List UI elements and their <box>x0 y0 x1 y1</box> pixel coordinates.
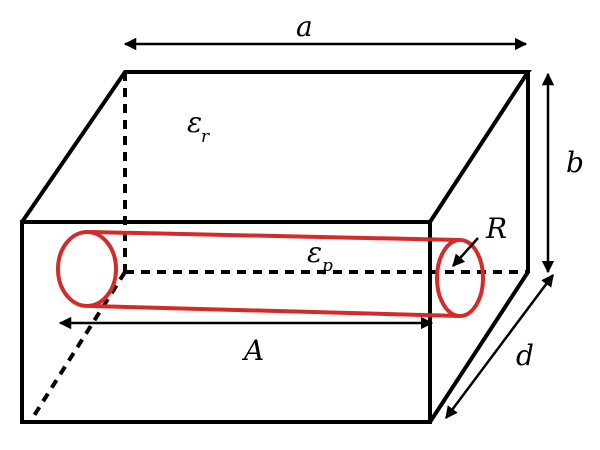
arrow-R <box>452 237 479 267</box>
label-eps-r-sub: r <box>201 127 210 147</box>
arrow-d <box>444 273 555 420</box>
cylinder-left-end <box>56 230 118 308</box>
label-A: A <box>241 334 264 367</box>
label-R: R <box>485 212 507 245</box>
cylinder <box>56 230 485 318</box>
label-eps-p: ε p <box>307 236 333 276</box>
label-eps-p-symbol: ε <box>307 236 322 269</box>
label-a: a <box>296 10 313 43</box>
cylinder-bottom-line <box>89 304 461 318</box>
box-hidden-edges <box>28 72 528 424</box>
dimension-arrows <box>58 37 555 420</box>
box-visible-edges <box>20 70 532 424</box>
label-eps-r: ε r <box>187 106 210 147</box>
label-eps-r-symbol: ε <box>187 106 202 139</box>
cylinder-top-line <box>89 230 461 242</box>
hidden-depth-edge <box>28 270 127 424</box>
label-eps-p-sub: p <box>322 256 333 276</box>
label-b: b <box>566 146 584 179</box>
box-top-face <box>20 70 532 224</box>
label-d: d <box>516 339 534 372</box>
cylinder-right-end <box>435 238 485 318</box>
